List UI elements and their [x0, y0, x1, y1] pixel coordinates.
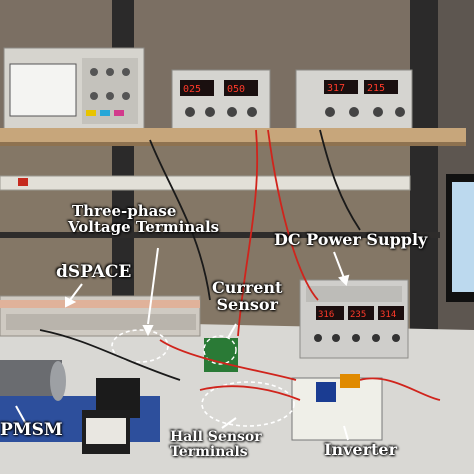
arrow-hall: [221, 417, 237, 429]
readout-dc-supply-b: 235: [350, 310, 366, 320]
wire-red-4: [199, 385, 301, 401]
wire-red-3: [159, 339, 297, 381]
label-hall-line1: Hall Sensor: [170, 429, 262, 445]
inverter-board: [291, 374, 383, 441]
label-current-sensor-line2: Sensor: [216, 294, 278, 314]
readout-dc-supply-a: 316: [318, 310, 334, 320]
shelf-edge: [0, 142, 466, 146]
label-current-sensor-line1: Current: [212, 278, 283, 297]
pmsm-motor: [0, 360, 160, 442]
bench-power-supply-right: [295, 69, 413, 131]
readout-supply-right-a: 317: [327, 83, 345, 94]
arrow-three-phase-head: [142, 325, 154, 337]
arrow-dc-supply: [333, 251, 345, 279]
dc-power-supply-unit: [299, 279, 409, 359]
readout-dc-supply-c: 314: [380, 310, 396, 320]
label-current-sensor: Current Sensor: [212, 278, 283, 314]
readout-supply-right-b: 215: [367, 83, 385, 94]
wire-black-1: [39, 329, 181, 381]
arrow-current-sensor: [227, 323, 237, 339]
current-sensor-marker: [203, 335, 237, 365]
wire-black-2: [149, 139, 211, 301]
shelf: [0, 128, 466, 142]
readout-supply-left-a: 025: [183, 84, 201, 95]
wiring: [39, 129, 441, 401]
rear-rail: [0, 232, 440, 238]
power-strip: [0, 175, 411, 191]
oscilloscope: [3, 47, 145, 133]
arrow-pmsm: [15, 405, 27, 425]
label-inverter: Inverter: [324, 440, 398, 459]
label-hall-sensor-terminals: Hall Sensor Terminals: [170, 430, 262, 459]
label-dc-power-supply: DC Power Supply: [274, 230, 428, 249]
arrow-dspace: [69, 283, 83, 301]
wire-red-2: [267, 129, 319, 301]
wire-black-3: [319, 129, 361, 231]
power-strip-switch: [18, 178, 28, 186]
wire-red-5: [359, 377, 441, 401]
annotation-arrows: [15, 247, 350, 441]
label-hall-line2: Terminals: [170, 443, 248, 460]
label-three-phase-line2: Voltage Terminals: [68, 217, 220, 236]
label-dspace: dSPACE: [56, 262, 132, 282]
bench-power-supply-left: [171, 69, 271, 131]
readouts: 025 050 317 215 316 235 314: [183, 83, 396, 320]
label-three-phase-voltage-terminals: Three-phase Voltage Terminals: [68, 202, 220, 236]
arrow-dc-supply-head: [338, 274, 350, 286]
arrow-inverter: [343, 425, 349, 441]
monitor-screen: [452, 182, 474, 292]
wire-red-1: [237, 129, 259, 337]
arrow-three-phase: [147, 247, 159, 325]
readout-supply-left-b: 050: [227, 84, 245, 95]
current-sensor-board: [204, 338, 238, 372]
dspace-unit: [0, 295, 201, 337]
arrow-dspace-head: [65, 296, 77, 308]
transformers: [82, 378, 140, 454]
three-phase-terminals-marker: [111, 329, 169, 363]
label-three-phase-line1: Three-phase: [72, 202, 177, 220]
hall-sensor-terminals-marker: [201, 381, 295, 427]
label-pmsm: PMSM: [0, 420, 63, 440]
